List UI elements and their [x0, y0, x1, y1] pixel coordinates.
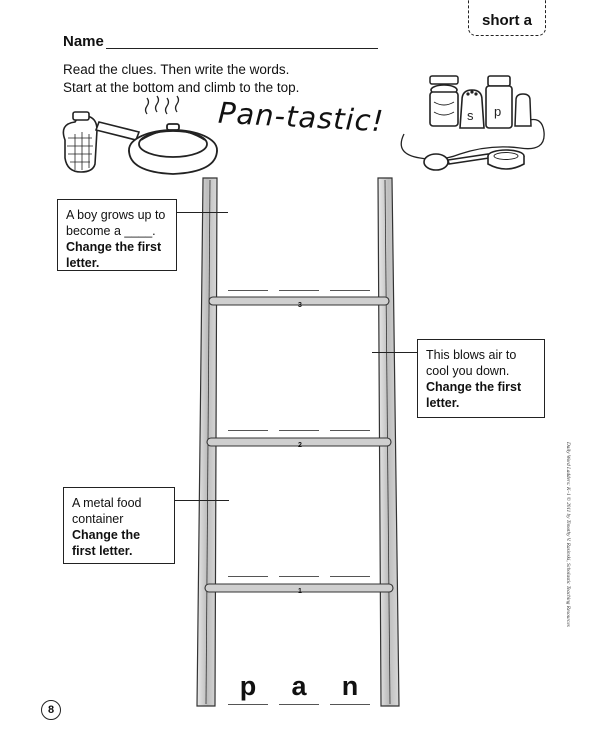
start-letter-2: a — [291, 671, 307, 701]
clue-3-pointer — [177, 212, 228, 213]
answer-1-letter-1[interactable] — [228, 576, 268, 577]
start-letter-3: n — [341, 671, 359, 701]
swirl-outline-icon — [400, 118, 545, 160]
kitchen-items-illustration: s p — [400, 75, 545, 171]
clue-box-2: This blows air to cool you down. Change … — [417, 339, 545, 418]
page-number-text: 8 — [47, 704, 55, 716]
spoon-icon — [423, 153, 490, 171]
pan-handle-icon — [94, 121, 141, 141]
answer-3-letter-3[interactable] — [330, 290, 370, 291]
answer-2-letter-1[interactable] — [228, 430, 268, 431]
pepper-box-icon — [485, 75, 513, 129]
answer-2-letter-2[interactable] — [279, 430, 319, 431]
clue-1-text: A metal food container — [72, 496, 142, 526]
answer-2-letter-3[interactable] — [330, 430, 370, 431]
rung-number-2: 2 — [298, 442, 302, 449]
start-underline-3 — [330, 704, 370, 705]
rung-number-3: 3 — [298, 302, 302, 309]
answer-3-letter-1[interactable] — [228, 290, 268, 291]
clue-3-text: A boy grows up to become a ____. — [66, 208, 166, 238]
clue-3-instruction: Change the first letter. — [66, 240, 162, 270]
answer-3-letter-2[interactable] — [279, 290, 319, 291]
pepper-grinder-icon — [429, 75, 459, 85]
ladder-rung-1 — [204, 583, 394, 593]
start-underline-2 — [279, 704, 319, 705]
name-write-line[interactable] — [106, 48, 378, 49]
instruction-line-1: Read the clues. Then write the words. — [63, 62, 290, 77]
pan-and-mitt-illustration — [62, 95, 218, 175]
clue-1-pointer — [175, 500, 229, 501]
instruction-line-2: Start at the bottom and climb to the top… — [63, 80, 300, 95]
clue-box-3: A boy grows up to become a ____. Change … — [57, 199, 177, 271]
pepper-label: p — [494, 104, 501, 119]
name-label: Name — [63, 33, 104, 50]
answer-1-letter-3[interactable] — [330, 576, 370, 577]
salt-label: s — [467, 108, 474, 123]
steam-icon — [144, 95, 180, 115]
salt-shaker-icon — [459, 89, 485, 129]
start-letter-1: p — [239, 671, 257, 701]
clue-box-1: A metal food container Change the first … — [63, 487, 175, 564]
copyright-credit: Daily Word Ladders: K–1 © 2011 by Timoth… — [565, 442, 571, 627]
ladder-rung-3 — [208, 296, 390, 306]
start-underline-1 — [228, 704, 268, 705]
clue-1-instruction: Change the first letter. — [72, 528, 141, 558]
clue-2-instruction: Change the first letter. — [426, 380, 522, 410]
rung-number-1: 1 — [298, 588, 302, 595]
page-title: Pan-tastic! — [217, 95, 386, 139]
ladder-rung-2 — [206, 437, 392, 447]
oven-mitt-icon — [62, 111, 98, 173]
tag-label: short a — [481, 12, 532, 29]
frying-pan-icon — [128, 123, 218, 175]
ladder — [196, 177, 400, 707]
can-icon — [487, 149, 525, 170]
clue-2-text: This blows air to cool you down. — [426, 348, 517, 378]
clue-2-pointer — [372, 352, 417, 353]
answer-1-letter-2[interactable] — [279, 576, 319, 577]
jar-icon — [429, 84, 459, 127]
short-a-tag: short a — [468, 0, 546, 36]
page-number: 8 — [41, 700, 61, 720]
small-shaker-icon — [514, 93, 532, 127]
